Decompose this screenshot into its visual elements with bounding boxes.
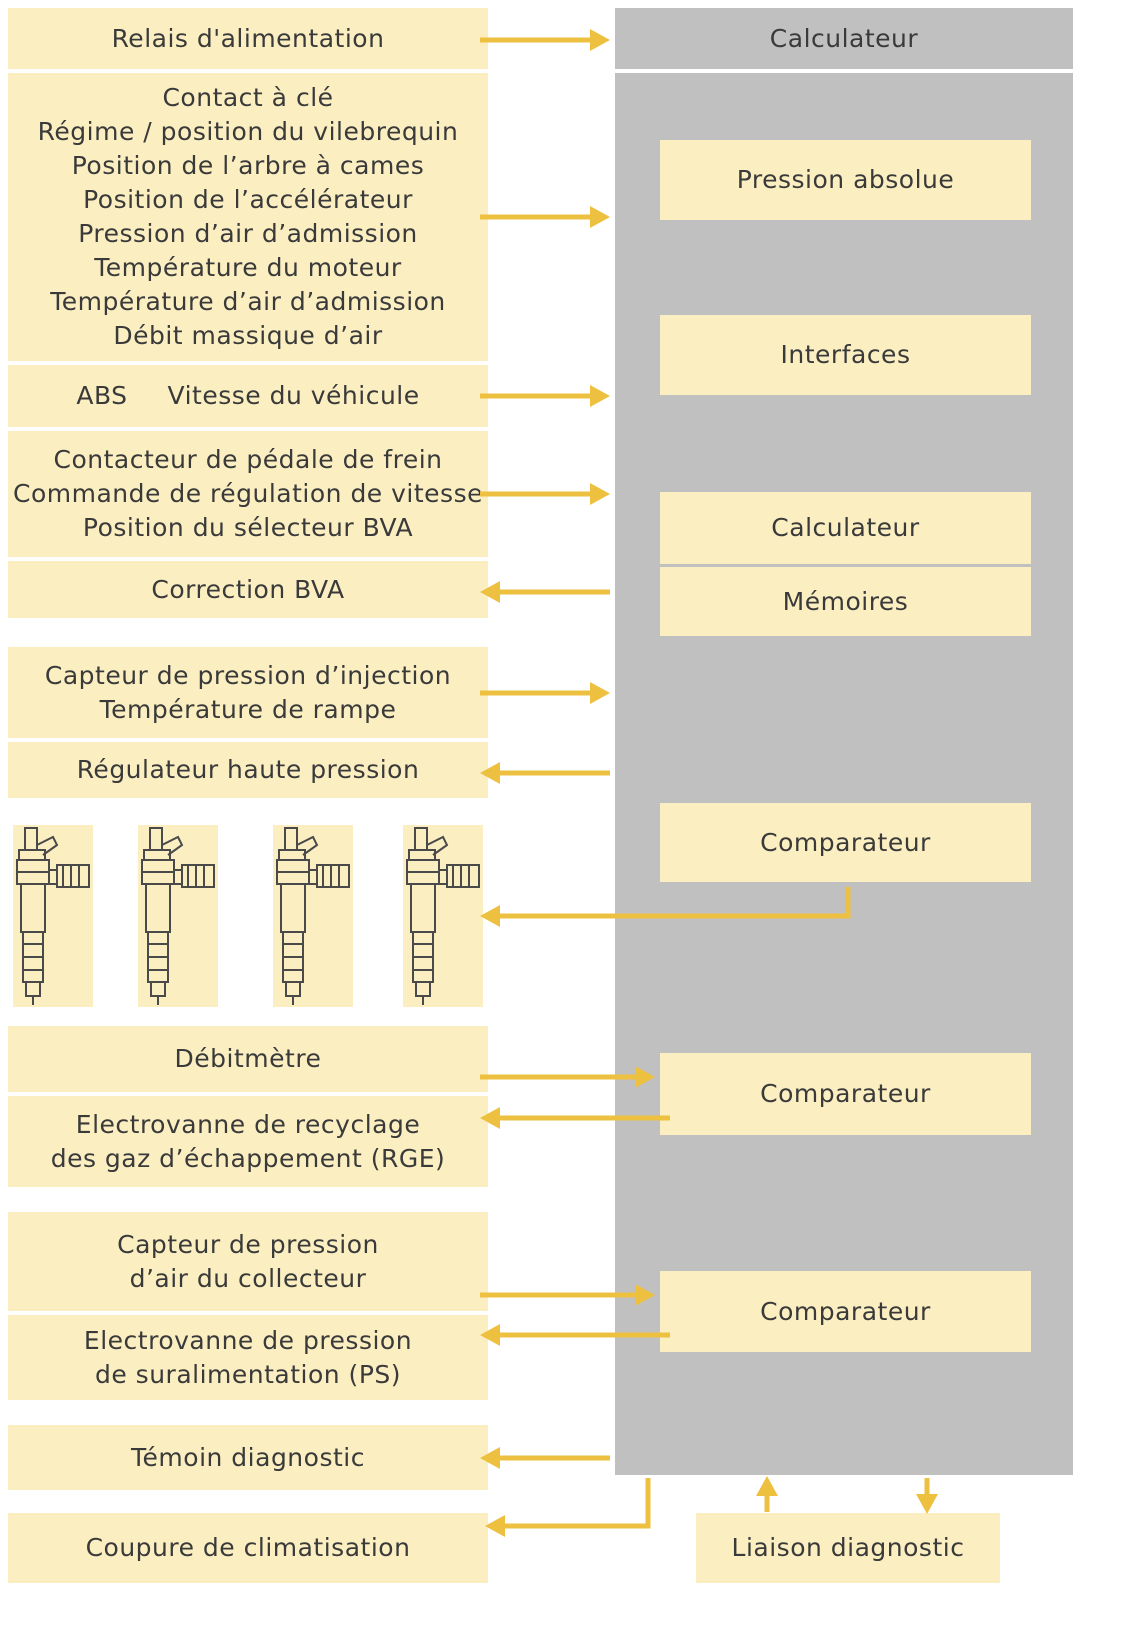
electrovanne-rge-box: Electrovanne de recyclage des gaz d’écha… xyxy=(8,1096,488,1187)
arrow-injecteurs xyxy=(498,887,851,919)
injector-3 xyxy=(273,825,353,1007)
memoires-box: Mémoires xyxy=(660,567,1031,636)
comparateur-injecteurs-box: Comparateur xyxy=(660,803,1031,882)
arrow-clim xyxy=(503,1478,651,1529)
interfaces-box: Interfaces xyxy=(660,315,1031,395)
calculateur-header-label: Calculateur xyxy=(769,23,919,53)
pression-injection-box: Capteur de pression d’injection Températ… xyxy=(8,647,488,738)
comparateur-ps-box: Comparateur xyxy=(660,1271,1031,1352)
regulateur-haute-pression-box: Régulateur haute pression xyxy=(8,742,488,798)
coupure-climatisation-box: Coupure de climatisation xyxy=(8,1513,488,1583)
capteur-collecteur-box: Capteur de pression d’air du collecteur xyxy=(8,1212,488,1311)
pression-absolue-box: Pression absolue xyxy=(660,140,1031,220)
injector-drawing-3 xyxy=(276,827,350,1006)
vitesse-vehicule-box: ABS Vitesse du véhicule xyxy=(8,365,488,427)
pedale-frein-box: Contacteur de pédale de frein Commande d… xyxy=(8,431,488,557)
liaison-diagnostic-box: Liaison diagnostic xyxy=(696,1513,1000,1583)
temoin-diagnostic-box: Témoin diagnostic xyxy=(8,1425,488,1490)
debitmetre-box: Débitmètre xyxy=(8,1026,488,1092)
electrovanne-ps-box: Electrovanne de pression de suralimentat… xyxy=(8,1315,488,1400)
correction-bva-box: Correction BVA xyxy=(8,561,488,618)
vitesse-label: Vitesse du véhicule xyxy=(167,381,420,410)
capteurs-moteur-box: Contact à clé Régime / position du vileb… xyxy=(8,73,488,361)
injector-1 xyxy=(13,825,93,1007)
injector-drawing-2 xyxy=(141,827,215,1006)
injector-drawing-1 xyxy=(16,827,90,1006)
calculateur-box: Calculateur xyxy=(660,492,1031,564)
relais-alimentation-box: Relais d'alimentation xyxy=(8,8,488,69)
calculateur-header-panel xyxy=(615,8,1073,69)
injector-drawing-4 xyxy=(406,827,480,1006)
abs-label: ABS xyxy=(76,381,128,410)
injector-2 xyxy=(138,825,218,1007)
injector-4 xyxy=(403,825,483,1007)
calculateur-main-panel xyxy=(615,73,1073,1475)
comparateur-rge-box: Comparateur xyxy=(660,1053,1031,1135)
